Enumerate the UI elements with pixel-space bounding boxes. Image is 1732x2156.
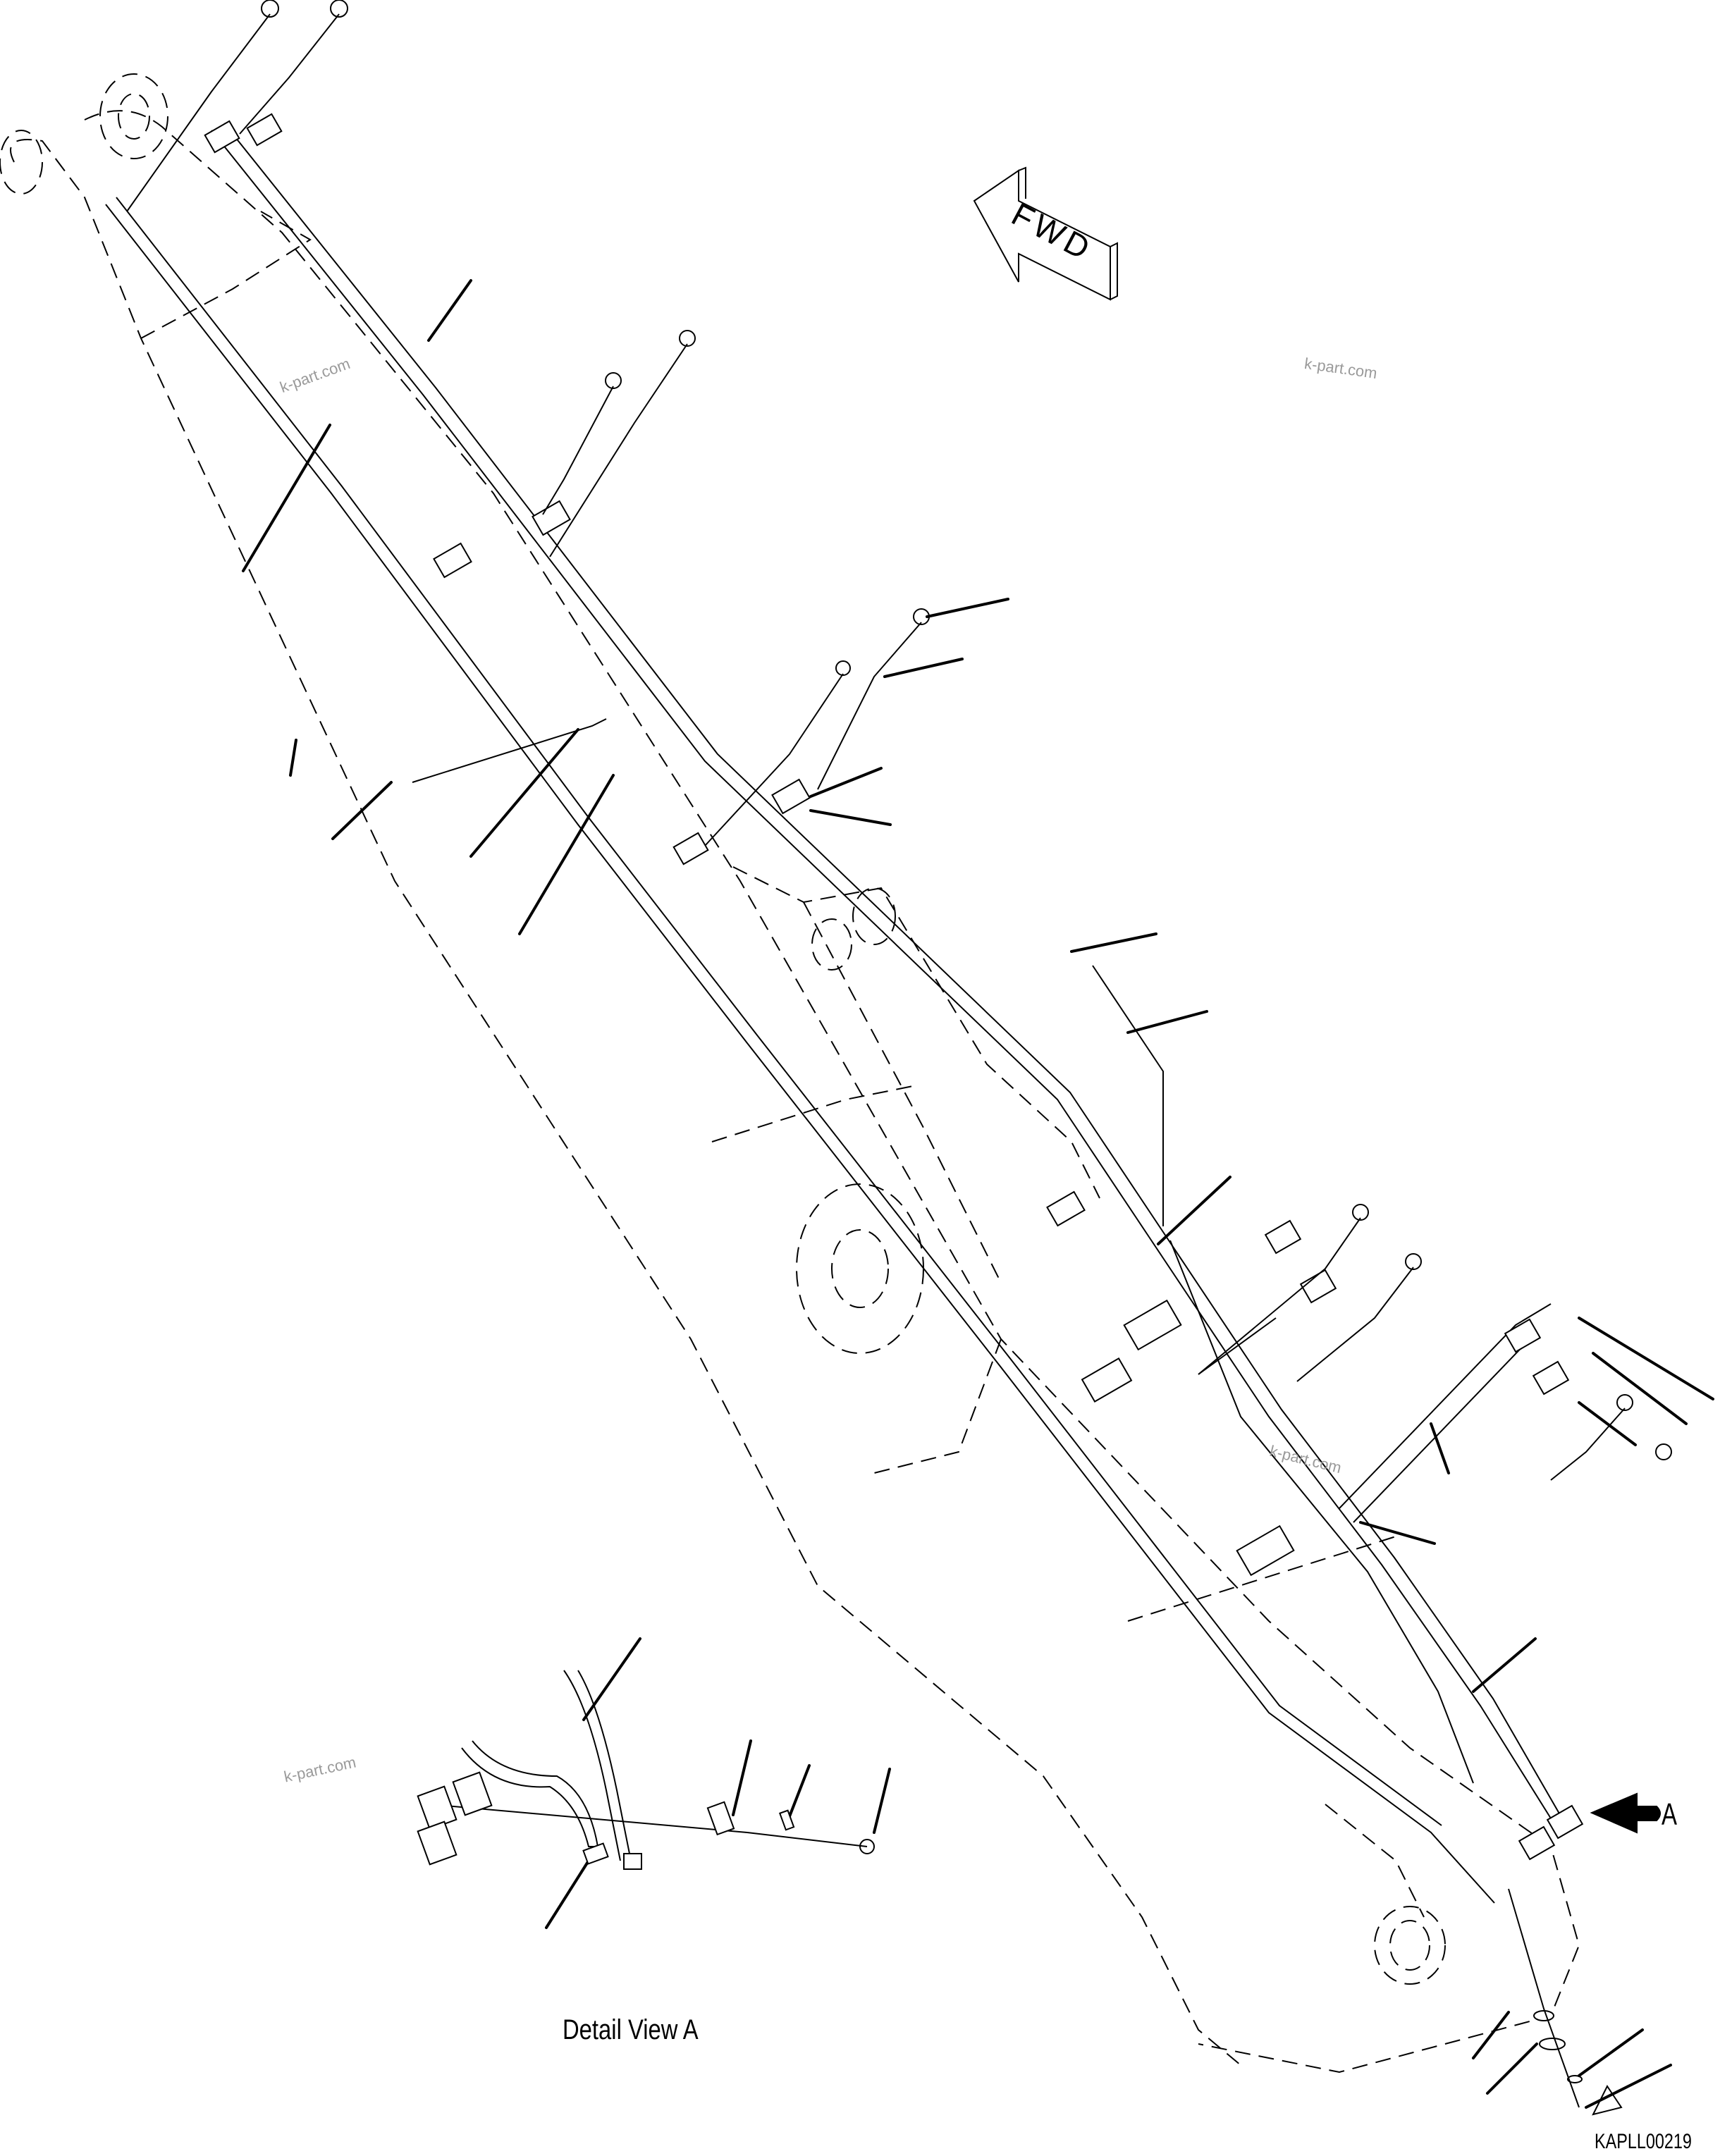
callout-leaders (242, 279, 1714, 2109)
fwd-arrow-icon (973, 166, 1118, 301)
boom-outline (0, 73, 1580, 2074)
detail-view-a-drawing (417, 1670, 795, 1870)
explode-lines (126, 13, 1626, 2108)
hydraulic-pipes (105, 123, 1563, 1904)
detail-view-title: Detail View A (563, 2014, 699, 2045)
view-a-label: A (1662, 1797, 1678, 1832)
bolts (261, 0, 1672, 2116)
view-arrow-icon (1590, 1792, 1661, 1834)
drawing-code: KAPLL00219 (1595, 2130, 1692, 2153)
clamps (204, 113, 1584, 1861)
